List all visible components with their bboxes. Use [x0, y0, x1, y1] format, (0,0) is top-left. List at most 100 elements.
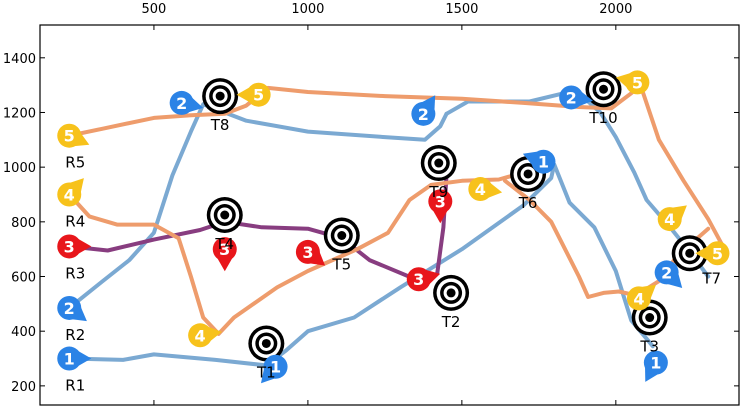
robot-label: R1	[65, 377, 85, 395]
target-t9	[420, 145, 457, 182]
target-label: T1	[256, 363, 276, 381]
target-t4	[206, 197, 243, 233]
bullseye-ring	[446, 288, 456, 298]
marker-pointer	[77, 350, 92, 367]
marker-4: 4	[626, 284, 657, 311]
marker-disc	[57, 182, 82, 207]
marker-5: 5	[615, 70, 650, 95]
marker-number: 3	[413, 270, 424, 289]
marker-number: 3	[302, 243, 313, 262]
path-r4	[67, 170, 526, 336]
bullseye-ring	[523, 169, 533, 179]
marker-number: 3	[435, 192, 446, 211]
plot-frame	[39, 24, 740, 406]
marker-disc	[625, 70, 650, 95]
marker-disc	[57, 346, 82, 371]
target-t8	[202, 78, 239, 115]
marker-disc	[57, 234, 82, 259]
y-tick-label: 400	[11, 325, 36, 340]
target-label: T8	[210, 116, 230, 134]
bullseye-ring	[599, 84, 609, 94]
y-tick-label: 200	[11, 380, 36, 395]
target-label: T5	[331, 256, 351, 274]
marker-disc	[428, 189, 453, 214]
targets-layer	[202, 71, 708, 362]
marker-2: 2	[411, 95, 436, 126]
marker-pointer	[77, 238, 92, 255]
marker-disc	[212, 237, 237, 262]
marker-disc	[263, 354, 288, 379]
marker-disc	[57, 123, 82, 148]
marker-number: 4	[64, 185, 75, 204]
marker-number: 5	[64, 127, 75, 146]
marker-3: 3	[212, 237, 237, 272]
bullseye-ring	[337, 231, 347, 241]
x-tick-label: 2000	[599, 2, 632, 17]
target-t2	[433, 274, 470, 311]
marker-1: 1	[57, 346, 92, 371]
target-label: T4	[214, 235, 234, 253]
marker-number: 2	[566, 88, 577, 107]
marker-pointer	[236, 86, 251, 103]
marker-pointer	[432, 209, 449, 224]
marker-disc	[188, 323, 213, 348]
robot-label: R5	[65, 154, 85, 172]
marker-disc	[531, 149, 556, 174]
y-tick-label: 800	[11, 216, 36, 231]
marker-4: 4	[57, 178, 84, 207]
y-tick-label: 600	[11, 271, 36, 286]
y-tick-label: 1000	[3, 161, 36, 176]
path-r2	[67, 102, 449, 310]
marker-5: 5	[57, 123, 90, 148]
path-r5	[67, 83, 729, 256]
marker-number: 1	[64, 350, 75, 369]
marker-number: 3	[64, 237, 75, 256]
marker-2: 2	[169, 90, 204, 115]
marker-disc	[654, 260, 679, 285]
x-tick-label: 1500	[445, 2, 478, 17]
marker-4: 4	[468, 177, 503, 202]
x-tick-label: 500	[142, 2, 167, 17]
marker-disc	[295, 239, 320, 264]
marker-disc	[705, 241, 730, 266]
bullseye-ring	[220, 210, 230, 220]
marker-4: 4	[657, 205, 687, 232]
marker-number: 4	[633, 289, 644, 308]
marker-number: 4	[475, 180, 486, 199]
marker-5: 5	[236, 82, 271, 107]
marker-disc	[57, 295, 82, 320]
target-label: T9	[428, 183, 448, 201]
marker-3: 3	[406, 267, 441, 292]
paths-layer	[67, 83, 729, 368]
bullseye-ring	[685, 248, 695, 258]
marker-pointer	[216, 257, 233, 272]
marker-number: 5	[632, 73, 643, 92]
marker-1: 1	[643, 350, 668, 382]
marker-disc	[406, 267, 431, 292]
marker-disc	[169, 90, 194, 115]
marker-4: 4	[188, 323, 222, 348]
marker-2: 2	[57, 295, 87, 322]
bullseye-ring	[645, 313, 655, 323]
marker-disc	[246, 82, 271, 107]
marker-number: 2	[418, 105, 429, 124]
marker-2: 2	[654, 260, 683, 288]
marker-number: 3	[219, 240, 230, 259]
marker-1: 1	[261, 354, 288, 384]
target-label: T2	[441, 313, 461, 331]
marker-number: 5	[712, 244, 723, 263]
target-label: T10	[588, 109, 617, 127]
path-r1	[67, 162, 655, 368]
robot-label: R2	[65, 326, 85, 344]
marker-2: 2	[559, 85, 593, 110]
target-t10	[585, 71, 622, 108]
marker-disc	[626, 286, 651, 311]
marker-number: 1	[538, 153, 549, 172]
target-label: T3	[639, 338, 659, 356]
marker-1: 1	[522, 149, 556, 174]
target-t5	[323, 217, 360, 254]
